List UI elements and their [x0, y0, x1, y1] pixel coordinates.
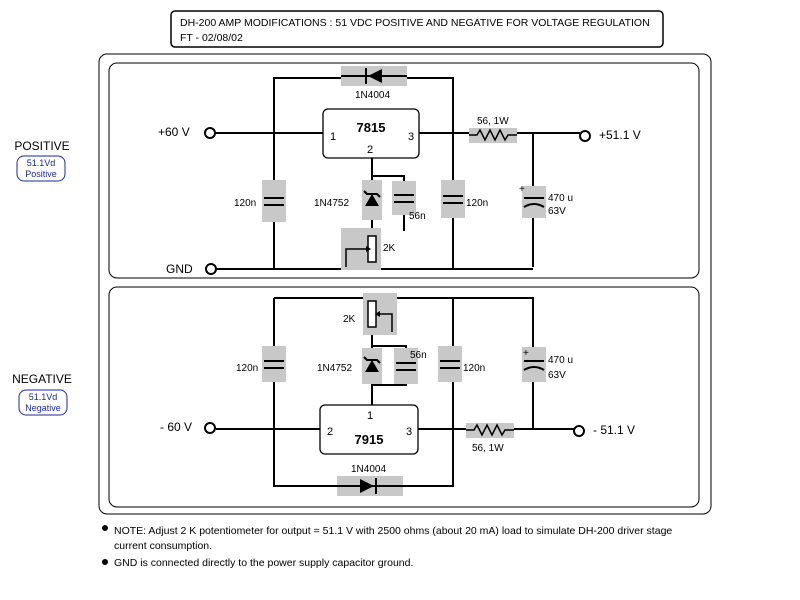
negative-input-label: - 60 V	[160, 420, 192, 434]
header-title: DH-200 AMP MODIFICATIONS : 51 VDC POSITI…	[180, 17, 650, 29]
positive-cap-right	[441, 180, 465, 218]
positive-elco	[522, 186, 546, 218]
negative-panel	[108, 286, 700, 508]
regulator-7915-label: 7915	[355, 432, 384, 447]
note1-line1: NOTE: Adjust 2 K potentiometer for outpu…	[114, 525, 672, 537]
negative-output-label: - 51.1 V	[593, 423, 635, 437]
neg-pin-in: 2	[327, 426, 333, 438]
positive-badge-line2: Positive	[25, 169, 57, 179]
pos-pin-in: 1	[330, 131, 336, 143]
positive-cap-left-label: 120n	[234, 198, 256, 209]
negative-badge	[18, 389, 68, 416]
note2-text: GND is connected directly to the power s…	[114, 557, 413, 569]
positive-elco-value: 470 u	[548, 193, 573, 204]
negative-diode-label: 1N4004	[351, 464, 386, 475]
positive-section-label: POSITIVE	[14, 139, 69, 153]
negative-elco-value: 470 u	[548, 355, 573, 366]
negative-resistor-label: 56, 1W	[472, 443, 504, 454]
negative-zener-cap	[394, 348, 418, 384]
positive-cap-right-label: 120n	[466, 198, 488, 209]
positive-badge-line1: 51.1Vd	[27, 158, 56, 168]
positive-output-terminal	[579, 130, 591, 142]
header-box	[170, 10, 664, 48]
positive-elco-polarity: +	[519, 184, 525, 195]
positive-zener	[362, 180, 382, 220]
note2-bullet	[102, 559, 108, 565]
regulator-7815-label: 7815	[357, 120, 386, 135]
neg-pin-out: 3	[406, 426, 412, 438]
positive-badge	[16, 155, 66, 182]
outer-frame	[98, 53, 712, 515]
negative-cap-right-label: 120n	[463, 363, 485, 374]
positive-zener-cap-label: 56n	[409, 211, 426, 222]
regulator-7815	[322, 108, 420, 159]
positive-wiring	[216, 77, 580, 270]
positive-output-label: +51.1 V	[599, 128, 641, 142]
negative-badge-line2: Negative	[25, 403, 61, 413]
positive-zener-label: 1N4752	[314, 198, 349, 209]
negative-cap-left-label: 120n	[236, 363, 258, 374]
pos-pin-adj: 2	[367, 144, 373, 156]
positive-input-label: +60 V	[158, 125, 190, 139]
positive-resistor-label: 56, 1W	[477, 116, 509, 127]
negative-zener	[362, 348, 382, 384]
negative-pot-label: 2K	[343, 314, 356, 325]
negative-zener-cap-label: 56n	[410, 350, 427, 361]
negative-cap-left	[262, 346, 286, 382]
negative-section-label: NEGATIVE	[12, 372, 72, 386]
gnd-terminal	[205, 263, 217, 275]
negative-zener-label: 1N4752	[317, 363, 352, 374]
negative-input-terminal	[204, 422, 216, 434]
neg-pin-adj: 1	[367, 410, 373, 422]
positive-diode-label: 1N4004	[355, 90, 390, 101]
header-subtitle: FT - 02/08/02	[180, 32, 243, 44]
positive-resistor	[469, 128, 517, 143]
negative-pot-2k	[363, 293, 397, 335]
negative-elco-polarity: +	[523, 348, 529, 359]
negative-resistor	[466, 423, 514, 438]
positive-pot-label: 2K	[383, 243, 396, 254]
positive-pot-2k	[341, 228, 381, 270]
negative-cap-right	[438, 346, 462, 382]
gnd-label: GND	[166, 262, 193, 276]
negative-elco-voltage: 63V	[548, 370, 566, 381]
note1-line2: current consumption.	[114, 540, 212, 552]
negative-elco	[522, 347, 546, 382]
negative-output-terminal	[573, 425, 585, 437]
negative-badge-line1: 51.1Vd	[29, 392, 58, 402]
positive-input-terminal	[204, 127, 216, 139]
positive-cap-left	[262, 180, 286, 222]
positive-diode-1n4004	[341, 66, 407, 86]
pos-pin-out: 3	[408, 131, 414, 143]
negative-diode-1n4004	[337, 476, 403, 496]
positive-zener-cap	[392, 181, 416, 215]
positive-panel	[108, 62, 700, 279]
regulator-7915	[319, 404, 419, 455]
positive-elco-voltage: 63V	[548, 206, 566, 217]
note1-bullet	[102, 525, 108, 531]
